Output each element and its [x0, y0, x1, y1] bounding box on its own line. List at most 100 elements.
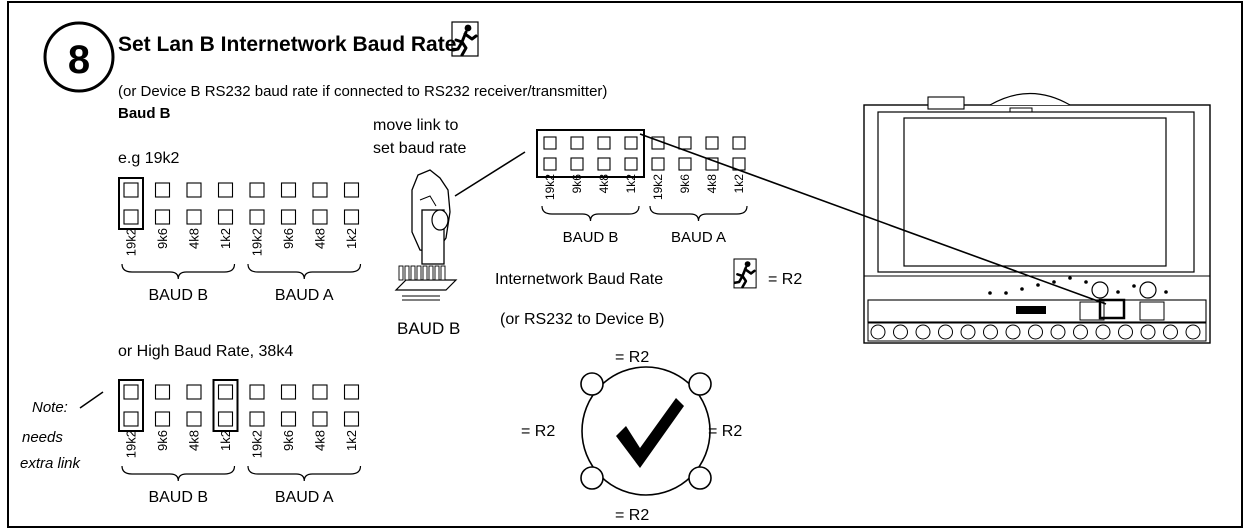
jumper-link-highlight — [536, 129, 645, 178]
note-pointer — [79, 391, 104, 409]
group-label-baud-b: BAUD B — [563, 229, 619, 246]
group-brace — [121, 465, 236, 482]
jumper-pad-top — [217, 384, 234, 400]
jumper-pad-top — [280, 384, 297, 400]
jumper-pad-bottom — [678, 157, 692, 171]
connector-icon — [394, 265, 458, 301]
jumper-pad-bottom — [312, 411, 328, 427]
jumper-pad-top — [280, 182, 297, 198]
jumper-label: 1k2 — [344, 228, 359, 249]
running-man-icon — [733, 258, 757, 289]
step-subtitle: (or Device B RS232 baud rate if connecte… — [118, 83, 607, 100]
group-label-baud-b: BAUD B — [148, 287, 208, 304]
jumper-pad-bottom — [123, 209, 139, 225]
jumper-pad-top — [154, 384, 171, 400]
jumper-pad-top — [186, 182, 202, 198]
group-label-baud-a: BAUD A — [275, 287, 334, 304]
check-mark-icon — [616, 398, 684, 468]
group-brace — [247, 465, 362, 482]
example-high-label: or High Baud Rate, 38k4 — [118, 343, 293, 360]
section-label: Baud B — [118, 105, 171, 122]
hand-pointer-line — [454, 151, 526, 197]
node-top-left — [580, 372, 604, 396]
note-line-3: extra link — [20, 455, 82, 472]
device-panel-icon — [863, 92, 1211, 344]
move-link-line-2: set baud rate — [373, 140, 467, 157]
jumper-pad-top — [343, 384, 360, 400]
jumper-label: 4k8 — [705, 174, 719, 194]
jumper-link-highlight — [118, 379, 144, 432]
step-number: 8 — [68, 38, 90, 82]
node-top-right — [688, 372, 712, 396]
group-label-baud-a: BAUD A — [671, 229, 726, 246]
step-title: Set Lan B Internetwork Baud Rate — [118, 33, 456, 56]
step-badge: 8 — [43, 21, 115, 93]
jumper-pad-bottom — [123, 411, 139, 427]
network-top-label: = R2 — [615, 349, 649, 366]
jumper-pad-top — [249, 182, 265, 198]
jumper-label: 1k2 — [218, 228, 233, 249]
jumper-label: 19k2 — [250, 430, 265, 458]
jumper-label: 19k2 — [124, 228, 139, 256]
jumper-pad-bottom — [543, 157, 557, 171]
jumper-pad-top — [543, 136, 557, 150]
jumper-label: 1k2 — [218, 430, 233, 451]
jumper-label: 9k6 — [155, 430, 170, 451]
zoom-pointer-line — [639, 133, 1107, 305]
jumper-pad-bottom — [217, 411, 234, 427]
jumper-pad-top — [123, 182, 139, 198]
jumper-label: 4k8 — [313, 430, 328, 451]
jumper-pad-top — [732, 136, 746, 150]
group-brace — [247, 263, 362, 280]
jumper-label: 4k8 — [597, 174, 611, 194]
jumper-label: 19k2 — [250, 228, 265, 256]
jumper-label: 4k8 — [187, 430, 202, 451]
jumper-label: 9k6 — [678, 174, 692, 194]
jumper-pad-top — [249, 384, 265, 400]
jumper-label: 9k6 — [281, 430, 296, 451]
note-line-2: needs — [22, 429, 63, 446]
node-bottom-right — [688, 466, 712, 490]
rule-line1-suffix: = R2 — [768, 271, 802, 288]
connector-label: BAUD B — [397, 319, 460, 338]
jumper-pad-top — [217, 182, 234, 198]
jumper-pad-bottom — [154, 411, 171, 427]
network-left-label: = R2 — [521, 423, 555, 440]
jumper-pad-top — [312, 384, 328, 400]
frame-border — [7, 1, 1243, 528]
group-brace — [121, 263, 236, 280]
hand-icon — [411, 169, 451, 265]
jumper-pad-bottom — [249, 209, 265, 225]
jumper-pad-top — [678, 136, 692, 150]
example-19k2-label: e.g 19k2 — [118, 150, 179, 167]
jumper-pad-bottom — [154, 209, 171, 225]
jumper-pad-top — [597, 136, 611, 150]
group-label-baud-b: BAUD B — [148, 489, 208, 506]
move-link-line-1: move link to — [373, 117, 458, 134]
jumper-link-highlight — [212, 379, 239, 432]
rule-line1-prefix: Internetwork Baud Rate — [495, 271, 663, 288]
network-right-label: = R2 — [708, 423, 742, 440]
jumper-label: 19k2 — [543, 174, 557, 200]
jumper-pad-bottom — [597, 157, 611, 171]
jumper-pad-top — [186, 384, 202, 400]
network-bottom-label: = R2 — [615, 507, 649, 524]
network-ring — [580, 366, 712, 496]
jumper-pad-bottom — [186, 411, 202, 427]
jumper-label: 19k2 — [651, 174, 665, 200]
jumper-pad-top — [624, 136, 638, 150]
group-brace — [541, 205, 640, 222]
jumper-pad-bottom — [312, 209, 328, 225]
jumper-label: 9k6 — [281, 228, 296, 249]
rule-line2: (or RS232 to Device B) — [500, 311, 665, 328]
jumper-pad-top — [123, 384, 139, 400]
jumper-pad-top — [705, 136, 719, 150]
jumper-link-highlight — [118, 177, 144, 230]
jumper-label: 19k2 — [124, 430, 139, 458]
jumper-label: 1k2 — [624, 174, 638, 194]
jumper-pad-bottom — [624, 157, 638, 171]
jumper-label: 9k6 — [155, 228, 170, 249]
jumper-label: 1k2 — [732, 174, 746, 194]
